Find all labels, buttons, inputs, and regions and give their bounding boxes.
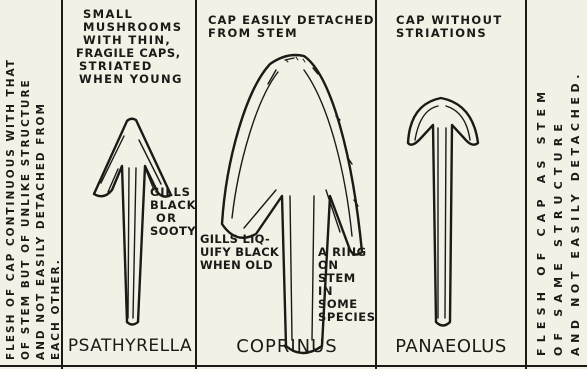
right-line-1: FLESH OF CAP AS STEM [534,86,550,356]
coprinus-label: COPRINUS [198,336,376,357]
psathyrella-label: PSATHYRELLA [64,336,196,356]
panaeolus-heading: CAP WITHOUT STRIATIONS [396,14,524,40]
right-line-2: OF SAME STRUCTURE [551,118,567,356]
psathyrella-gills-note: GILLS BLACK OR SOOTY [150,186,196,238]
coprinus-ring-line: ON STEM [318,259,376,285]
left-line-3: AND NOT EASILY DETACHED FROM [34,102,49,360]
psathyrella-heading: SMALL MUSHROOMS WITH THIN, FRAGILE CAPS,… [83,8,195,86]
left-line-1: FLESH OF CAP CONTINUOUS WITH THAT [4,58,19,360]
left-column-text: FLESH OF CAP CONTINUOUS WITH THAT OF STE… [0,0,62,366]
psathyrella-gills-line: SOOTY [150,225,196,238]
coprinus-ring-line: SPECIES [318,311,376,324]
right-line-3: AND NOT EASILY DETACHED. [568,70,584,356]
coprinus-ring-note: A RING ON STEM IN SOME SPECIES [318,246,376,324]
coprinus-gills-line: WHEN OLD [200,259,280,272]
panaeolus-heading-line: STRIATIONS [396,27,524,40]
coprinus-ring-line: IN SOME [318,285,376,311]
left-line-4: EACH OTHER. [49,258,64,360]
panaeolus-drawing [408,98,478,326]
right-column-text: FLESH OF CAP AS STEM OF SAME STRUCTURE A… [526,0,587,366]
coprinus-gills-note: GILLS LIQ- UIFY BLACK WHEN OLD [200,233,280,272]
panaeolus-label: PANAEOLUS [378,336,524,357]
coprinus-heading: CAP EASILY DETACHED FROM STEM [208,14,376,40]
left-line-2: OF STEM BUT OF UNLIKE STRUCTURE [19,78,34,360]
psathyrella-heading-line: WHEN YOUNG [79,73,195,86]
coprinus-heading-line: FROM STEM [208,27,376,40]
